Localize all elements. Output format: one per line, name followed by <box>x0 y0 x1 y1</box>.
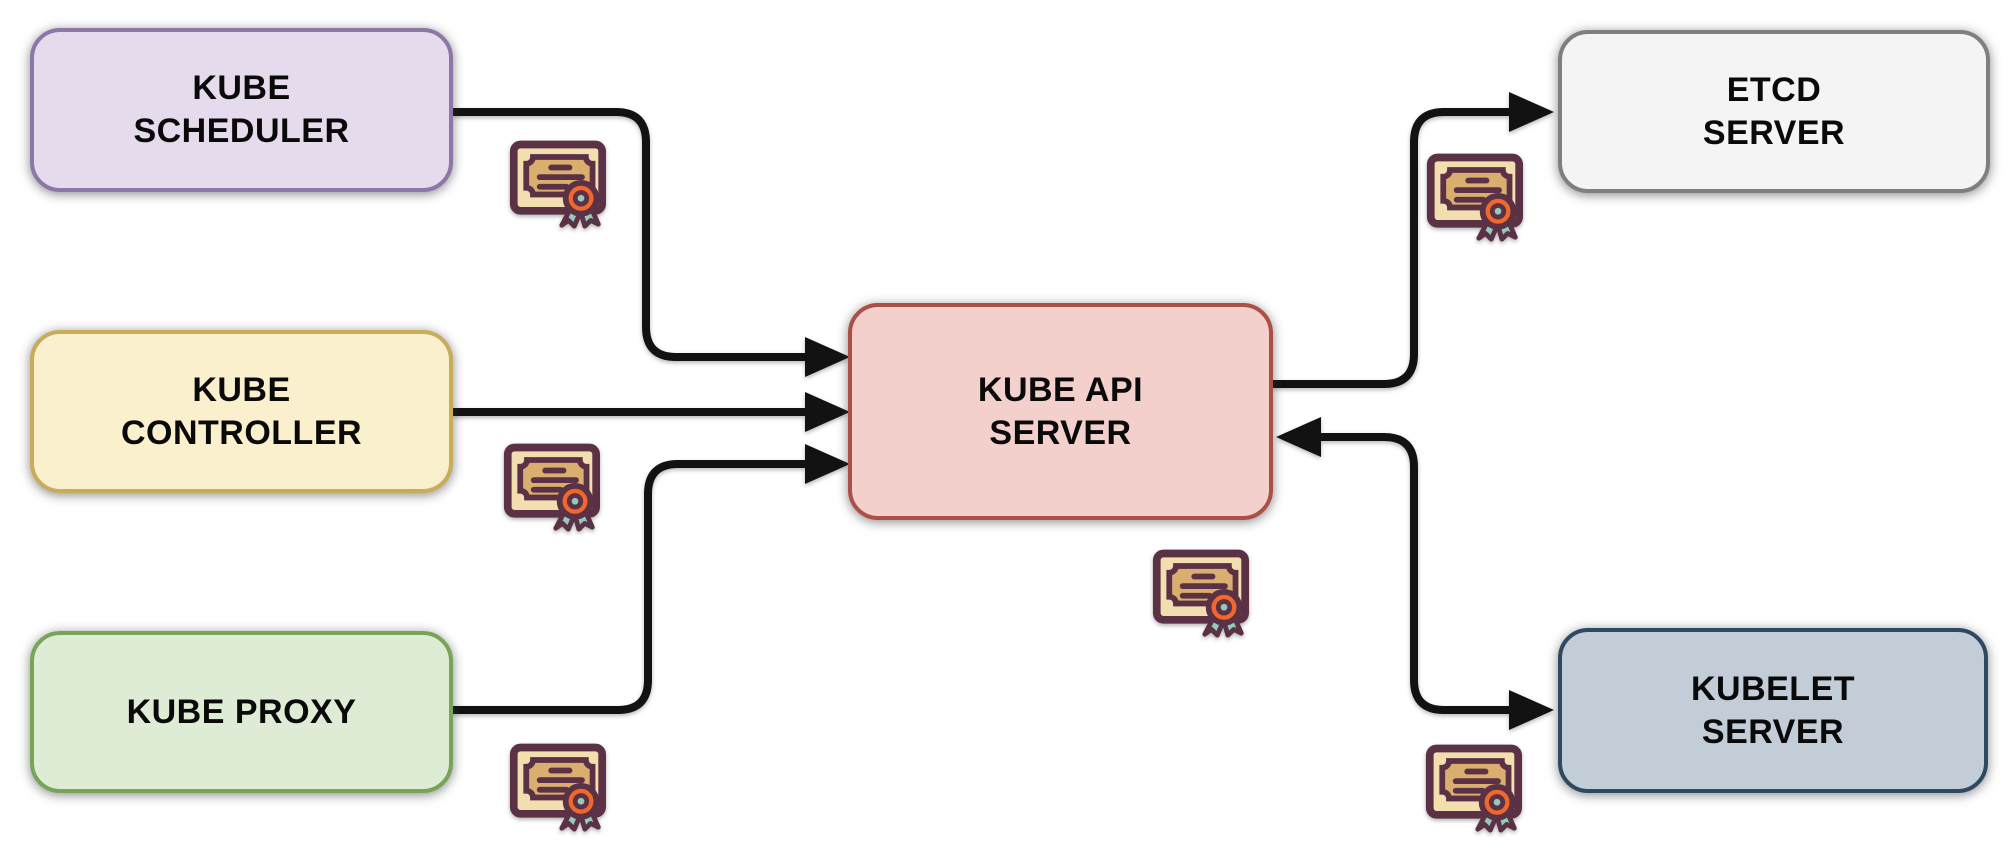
certificate-icon-kube-proxy <box>503 735 611 833</box>
arrowhead-into-kube-api-server <box>805 444 850 484</box>
certificate-icon-kube-api-server <box>1146 541 1254 639</box>
arrowhead-into-etcd-server <box>1509 92 1554 132</box>
node-label-line: KUBE <box>192 370 291 409</box>
edge-kube-api-server-to-kubelet-server <box>1276 417 1554 730</box>
certificate-icon-kube-scheduler <box>503 132 611 230</box>
node-kubelet-server: KUBELET SERVER <box>1558 628 1988 793</box>
node-etcd-server: ETCD SERVER <box>1558 30 1990 193</box>
node-kube-proxy: KUBE PROXY <box>30 631 453 793</box>
node-label-line: KUBELET <box>1690 669 1856 708</box>
node-kube-scheduler: KUBE SCHEDULER <box>30 28 453 192</box>
node-label-line: SERVER <box>1701 712 1845 751</box>
node-label-line: SERVER <box>989 413 1132 452</box>
certificate-icon-kubelet-server <box>1419 736 1527 834</box>
arrowhead-into-kube-api-server <box>805 337 850 377</box>
certificate-icon-etcd-server <box>1420 145 1528 243</box>
node-label-line: SCHEDULER <box>133 112 350 150</box>
node-label-line: CONTROLLER <box>120 413 363 452</box>
node-label-line: KUBE API <box>977 370 1144 409</box>
edge-kube-controller-to-kube-api-server <box>453 392 850 432</box>
certificate-icon-kube-controller <box>497 435 605 533</box>
node-label-line: SERVER <box>1702 113 1846 152</box>
node-kube-controller: KUBE CONTROLLER <box>30 330 453 493</box>
arrowhead-into-kube-api-server <box>1276 417 1321 457</box>
node-label-line: KUBE <box>192 69 291 107</box>
arrowhead-into-kube-api-server <box>805 392 850 432</box>
arrowhead-into-kubelet-server <box>1509 690 1554 730</box>
node-kube-api-server: KUBE API SERVER <box>848 303 1273 520</box>
node-label-line: ETCD <box>1726 70 1822 109</box>
node-label-line: KUBE PROXY <box>126 692 357 731</box>
